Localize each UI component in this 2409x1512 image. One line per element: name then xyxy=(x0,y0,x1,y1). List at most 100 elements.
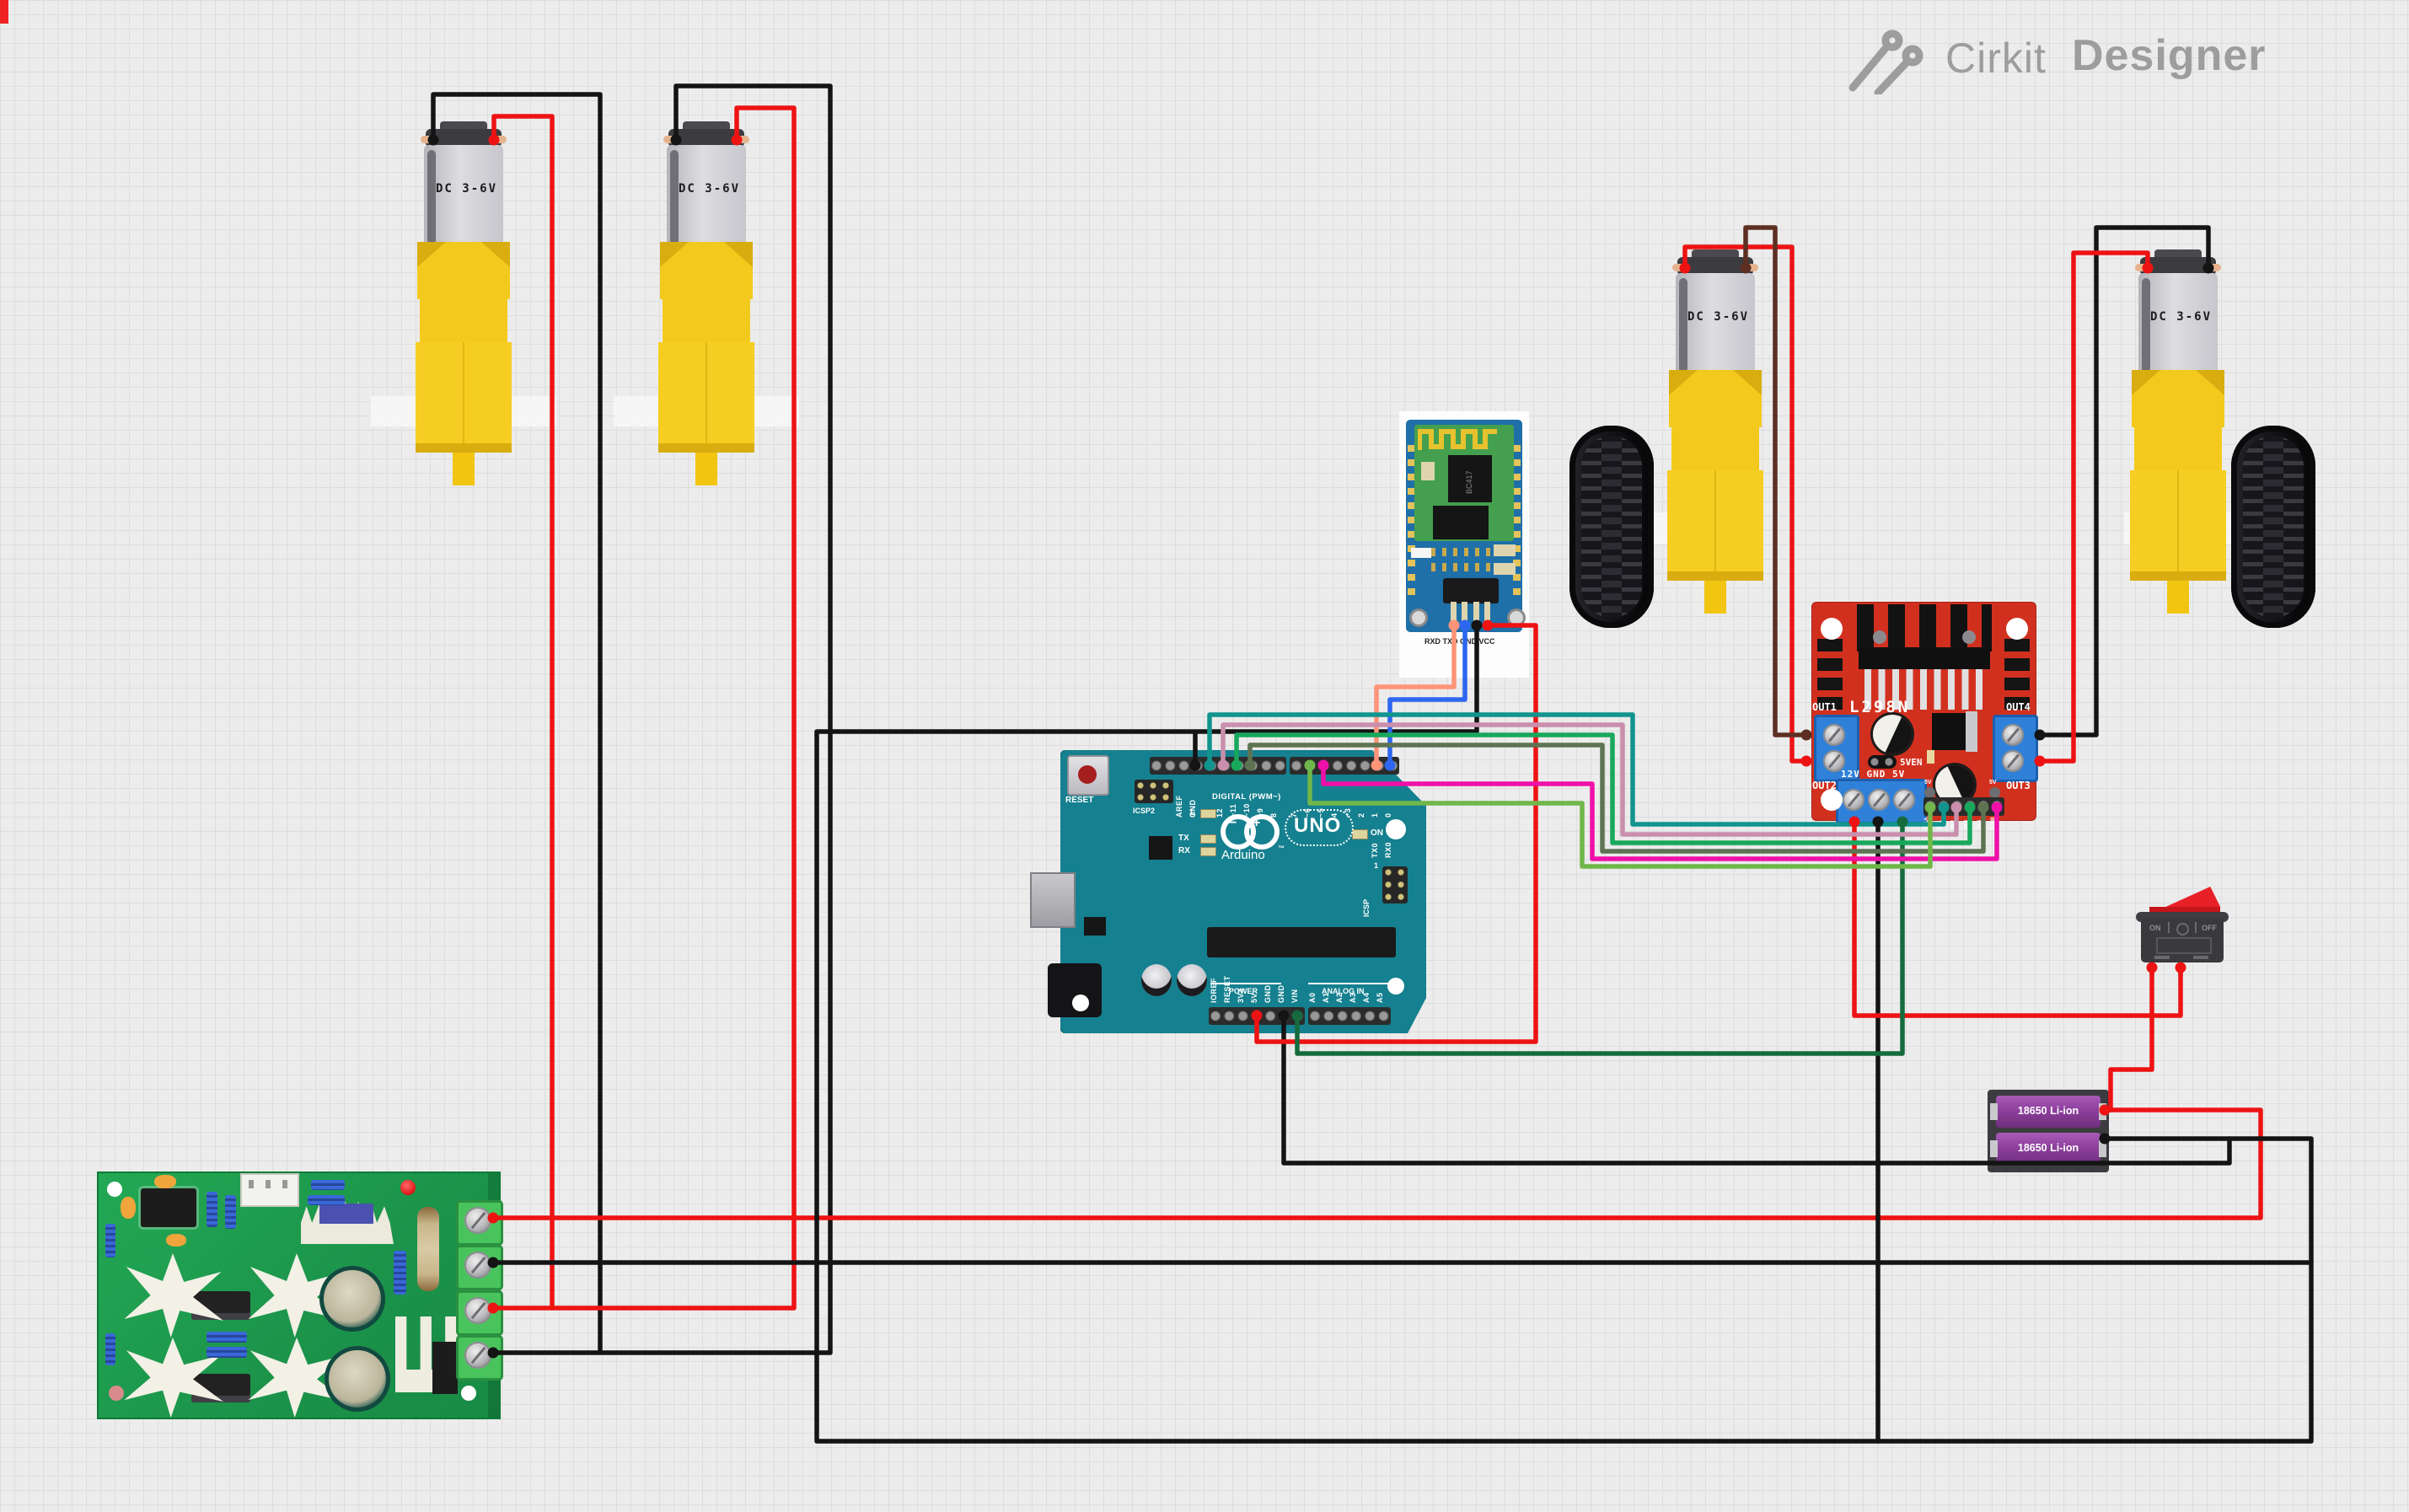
l298n-out1-screw[interactable] xyxy=(1823,724,1845,746)
psu-terminal-screw[interactable] xyxy=(464,1252,491,1279)
switch-pin[interactable] xyxy=(2178,962,2183,976)
logo-plus: + xyxy=(1253,816,1261,830)
psu-terminal-screw[interactable] xyxy=(464,1342,491,1369)
l298n-gnd-screw[interactable] xyxy=(1868,789,1890,811)
motor4-gear-dc[interactable]: DC 3-6V xyxy=(2130,249,2226,614)
arduino-icsp2-header[interactable] xyxy=(1135,780,1173,803)
l298n-5v-left: 5V xyxy=(1924,780,1932,785)
bt-pin-stub xyxy=(1451,602,1457,624)
battery-cell-2[interactable]: 18650 Li-ion xyxy=(1990,1133,2106,1165)
motor-gearbox-mid xyxy=(2134,426,2222,473)
psu-terminal-screw[interactable] xyxy=(464,1207,491,1234)
wire-junction-dot[interactable] xyxy=(1800,729,1812,741)
motor-voltage-label: DC 3-6V xyxy=(679,182,741,196)
arduino-hole xyxy=(1072,995,1089,1011)
switch-battery-wire[interactable] xyxy=(2102,965,2154,1113)
pin-label: 0 xyxy=(1384,812,1392,818)
arduino-power-header[interactable] xyxy=(1209,1007,1305,1025)
bt-header[interactable] xyxy=(1443,578,1499,603)
pin-label: IN3 xyxy=(1963,819,1970,829)
power-supply-module[interactable] xyxy=(97,1172,503,1419)
bt-smd-pads xyxy=(1431,548,1492,556)
motor-terminal-right[interactable] xyxy=(735,136,749,143)
motor-terminal-right[interactable] xyxy=(2207,264,2221,271)
motor-shaft xyxy=(695,453,717,485)
pin-label: 1 xyxy=(1371,812,1379,818)
motor-terminal-left[interactable] xyxy=(663,136,678,143)
bt-chip-label: BC417 xyxy=(1465,470,1473,494)
psu-cap-orange xyxy=(154,1175,176,1188)
switch-on-label: ON xyxy=(2149,924,2161,932)
led-on-label: ON xyxy=(1371,828,1383,838)
motor-gearbox-base xyxy=(1667,571,1763,581)
motor-shaft xyxy=(2167,581,2189,614)
arduino-reset-button[interactable] xyxy=(1067,755,1109,796)
psu-terminal-screw[interactable] xyxy=(464,1297,491,1324)
motor2-gear-dc[interactable]: DC 3-6V xyxy=(658,121,754,485)
pin-label: IN2 xyxy=(1950,819,1956,829)
arduino-icsp-label: ICSP xyxy=(1362,898,1371,917)
reset-cap xyxy=(1078,765,1097,784)
motor-terminal-left[interactable] xyxy=(2135,264,2149,271)
l298n-smd-cap xyxy=(1927,750,1934,764)
l298n-hole xyxy=(1821,618,1843,640)
bluetooth-module[interactable]: BC417 RXD TXD GND VCC xyxy=(1399,411,1529,678)
l298n-12v-switch-wire[interactable] xyxy=(1852,819,2183,1018)
pin-label: IOREF xyxy=(1210,977,1218,1003)
pin-label: 5V xyxy=(1250,992,1258,1003)
motor3-gear-dc[interactable]: DC 3-6V xyxy=(1667,249,1763,614)
l298n-5v-screw[interactable] xyxy=(1893,789,1915,811)
bt-castellation-right xyxy=(1513,445,1521,597)
pin-label: RESET xyxy=(1223,975,1231,1003)
pin-label: GND xyxy=(1264,984,1272,1004)
arduino-usb xyxy=(1030,872,1076,928)
rocker-switch[interactable]: ON OFF xyxy=(2136,882,2229,976)
l298n-out2-label: OUT2 xyxy=(1812,780,1837,791)
l298n-out1-label: OUT1 xyxy=(1812,701,1837,713)
l298n-power-labels: 12V GND 5V xyxy=(1841,769,1906,780)
led-l-label: L xyxy=(1190,808,1196,818)
psu-connector[interactable] xyxy=(240,1173,299,1207)
battery-holder[interactable]: 18650 Li-ion 18650 Li-ion xyxy=(1988,1090,2109,1172)
motor-gearbox-base xyxy=(658,443,754,453)
motor-gearbox-base xyxy=(2130,571,2226,581)
bt-regulator2 xyxy=(1494,563,1516,575)
l298n-out4-screw[interactable] xyxy=(2002,724,2024,746)
motor-body-stripe xyxy=(427,150,436,244)
led-rx-label: RX xyxy=(1178,846,1190,855)
switch-divider xyxy=(2168,922,2170,933)
l298n-out3-screw[interactable] xyxy=(2002,750,2024,772)
psu-resistor xyxy=(105,1333,115,1365)
motor-gearbox-mid xyxy=(663,298,750,345)
motor-gearbox-mid xyxy=(420,298,507,345)
motor1-gear-dc[interactable]: DC 3-6V xyxy=(416,121,512,485)
wire-junction-dot[interactable] xyxy=(1800,755,1812,767)
motor-terminal-right[interactable] xyxy=(1744,264,1758,271)
arduino-icsp-header[interactable] xyxy=(1382,866,1408,903)
arduino-digital-header-a[interactable] xyxy=(1150,757,1286,775)
motor-terminal-left[interactable] xyxy=(1672,264,1687,271)
switch-pin[interactable] xyxy=(2149,962,2154,976)
psu-hole xyxy=(109,1386,124,1401)
motor-terminal-left[interactable] xyxy=(421,136,435,143)
battery-minus-gnd-wire[interactable] xyxy=(814,729,2314,1444)
arduino-analog-header[interactable] xyxy=(1308,1007,1391,1025)
psu-hole xyxy=(461,1386,476,1401)
pin-label: VIN xyxy=(1290,989,1299,1003)
motor-gearbox-seam xyxy=(1714,470,1716,573)
battery-cell-1[interactable]: 18650 Li-ion xyxy=(1990,1096,2106,1128)
motor-terminal-right[interactable] xyxy=(492,136,507,143)
l298n-12v-screw[interactable] xyxy=(1843,789,1864,811)
wheel-left[interactable] xyxy=(1569,426,1654,628)
wheel-right[interactable] xyxy=(2231,426,2315,628)
motor-gearbox-base xyxy=(416,443,512,453)
pin-label: RX0 xyxy=(1384,841,1392,858)
arduino-digital-header-b[interactable] xyxy=(1290,757,1399,775)
l298n-5ven-jumper[interactable] xyxy=(1868,755,1897,769)
l298n-diodes-left xyxy=(1817,639,1843,713)
wheel-tread-center xyxy=(1602,436,1622,618)
psu-reg-blue xyxy=(319,1204,373,1224)
